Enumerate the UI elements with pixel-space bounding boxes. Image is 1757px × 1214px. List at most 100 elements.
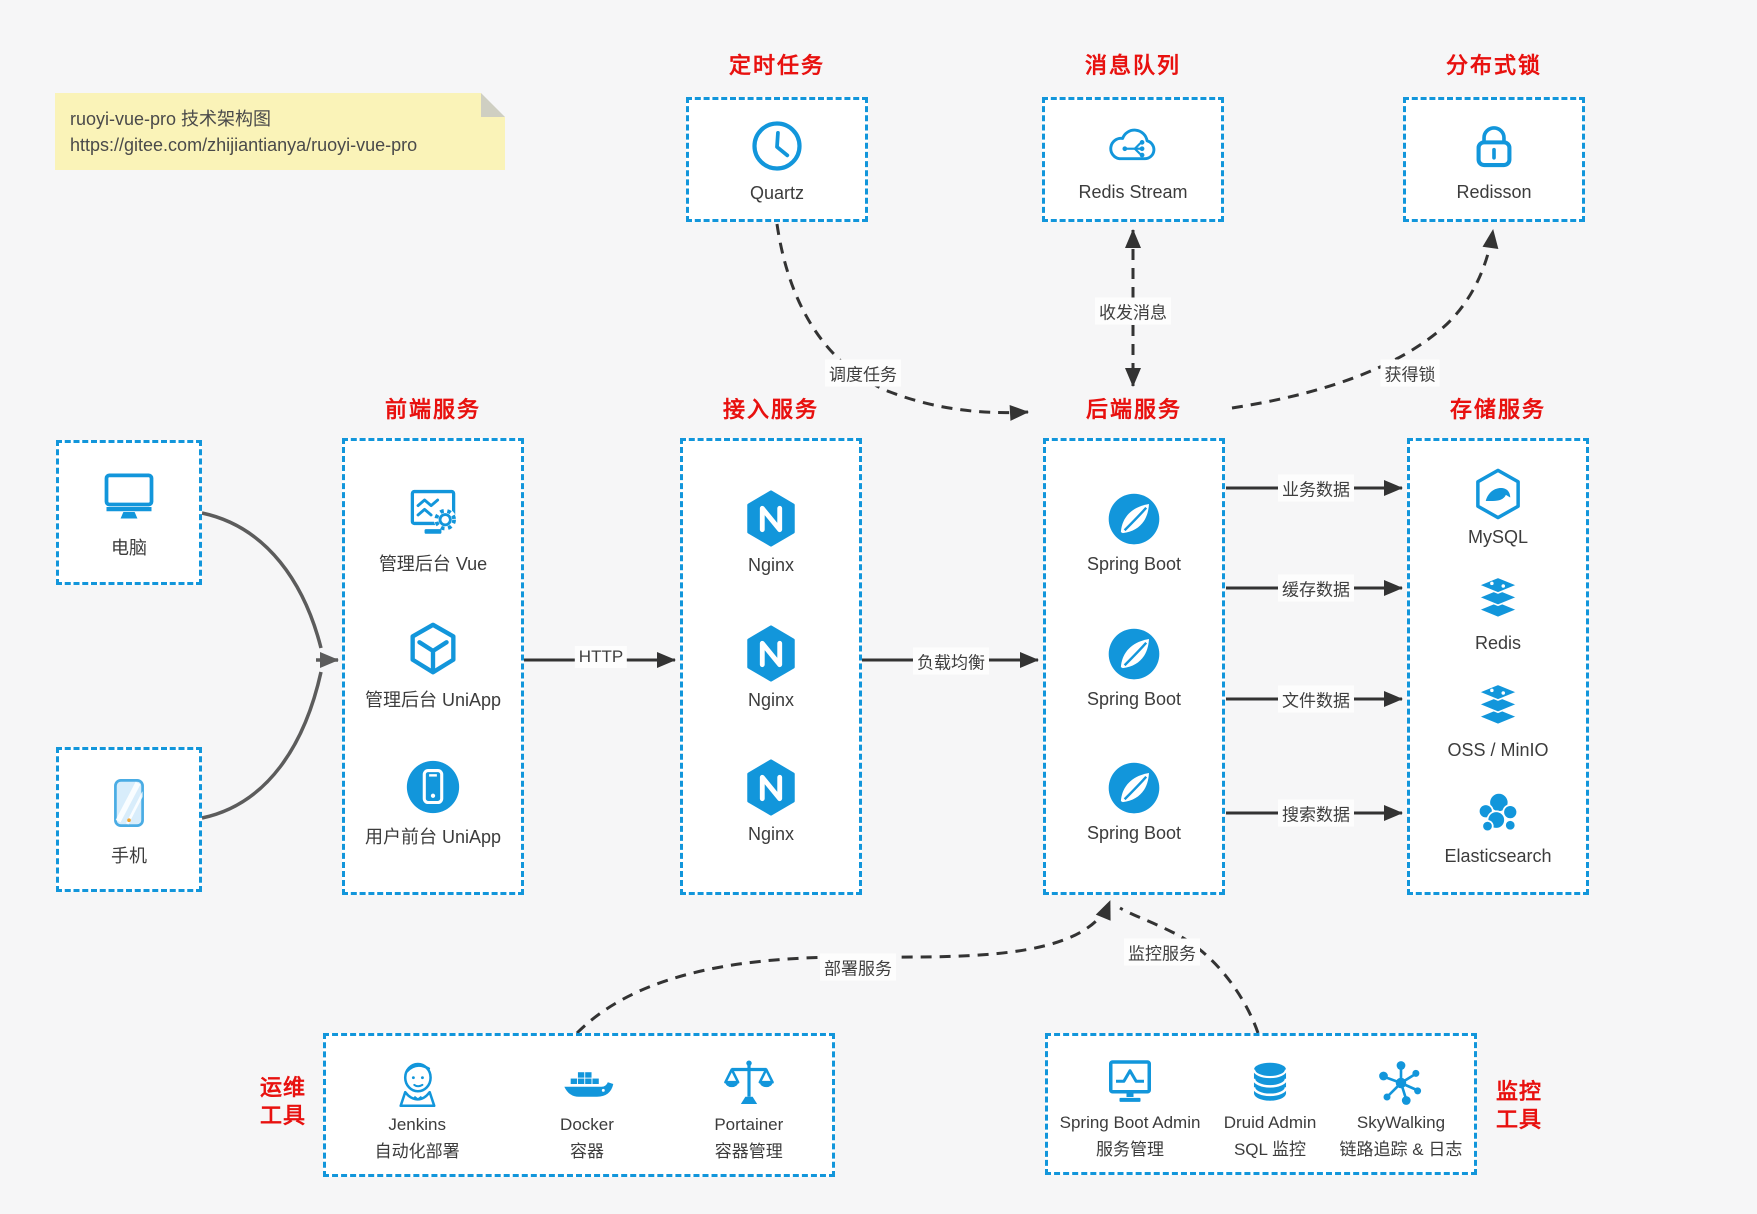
backend-item-label: Spring Boot [1086,822,1182,843]
skywalking-icon [1373,1055,1429,1111]
storage-item-label: MySQL [1467,526,1528,547]
monitor-item-desc: 链路追踪 & 日志 [1339,1139,1463,1159]
jenkins-icon [388,1055,446,1113]
monitor-item-skywalking: SkyWalking 链路追踪 & 日志 [1339,1055,1463,1160]
spring-boot-icon [1104,624,1164,684]
frontend-item-admin-uniapp: 管理后台 UniApp [365,619,501,712]
gateway-item-nginx: Nginx [740,623,802,711]
frontend-item-label: 管理后台 Vue [378,553,488,574]
edge-label-message: 收发消息 [1095,297,1171,325]
group-label-frontend: 前端服务 [384,397,482,422]
ops-item-desc: 容器管理 [714,1141,783,1161]
monitor-item-spring-boot-admin: Spring Boot Admin 服务管理 [1059,1055,1201,1160]
monitor-item-desc: SQL 监控 [1233,1139,1307,1159]
edge-label-schedule: 调度任务 [825,359,901,387]
storage-item-mysql: MySQL [1468,466,1528,548]
spring-boot-admin-icon [1101,1055,1159,1111]
edge-label-search-data: 搜索数据 [1278,799,1354,827]
monitoring-tools-label: 监控 工具 [1495,1079,1542,1132]
edge-label-business-data: 业务数据 [1278,474,1354,502]
user-app-icon [402,756,464,818]
redisson-box: Redisson [1403,97,1585,222]
group-label-message-queue: 消息队列 [1084,53,1182,78]
group-label-gateway: 接入服务 [722,397,820,422]
edge-label-http: HTTP [574,646,628,668]
frontend-item-admin-vue: 管理后台 Vue [379,485,487,576]
edge-schedule-arrow [775,223,1029,421]
sticky-note: ruoyi-vue-pro 技术架构图 https://gitee.com/zh… [55,93,505,170]
ops-tools-label: 运维 工具 [259,1075,306,1128]
backend-item-label: Spring Boot [1086,688,1182,709]
note-title: ruoyi-vue-pro 技术架构图 [70,109,272,129]
ops-item-jenkins: Jenkins 自动化部署 [375,1055,460,1162]
ops-tools-box: Jenkins 自动化部署 Docker 容器 [323,1033,835,1177]
monitor-item-desc: 服务管理 [1096,1139,1165,1159]
spring-boot-icon [1104,758,1164,818]
redis-stream-label: Redis Stream [1078,181,1188,202]
redis-stream-cloud-icon [1100,117,1166,175]
ops-item-desc: 容器 [569,1141,604,1161]
redisson-label: Redisson [1456,181,1532,202]
monitor-item-name: SkyWalking [1356,1112,1446,1132]
backend-services-box: Spring Boot Spring Boot Spring Boot [1043,438,1225,895]
uniapp-cube-icon [402,619,464,681]
group-label-backend: 后端服务 [1085,397,1183,422]
edge-label-file-data: 文件数据 [1278,685,1354,713]
group-label-distributed-lock: 分布式锁 [1445,53,1543,78]
mysql-icon [1470,466,1526,522]
gateway-services-box: Nginx Nginx Nginx [680,438,862,895]
ops-item-name: Portainer [714,1114,784,1134]
storage-item-oss-minio: OSS / MinIO [1447,679,1549,761]
redis-stream-box: Redis Stream [1042,97,1224,222]
lock-icon [1465,117,1523,175]
storage-item-label: Elasticsearch [1444,846,1552,867]
quartz-box: Quartz [686,97,868,222]
redis-icon [1470,572,1526,628]
quartz-label: Quartz [749,182,805,203]
frontend-item-label: 用户前台 UniApp [364,826,502,847]
druid-icon [1243,1055,1297,1111]
phone-client-box: 手机 [56,747,202,892]
gateway-item-nginx: Nginx [740,757,802,845]
clock-icon [747,116,807,176]
phone-icon [100,772,158,834]
frontend-services-box: 管理后台 Vue 管理后台 UniApp 用户前台 UniApp [342,438,524,895]
note-url: https://gitee.com/zhijiantianya/ruoyi-vu… [70,135,418,155]
group-label-scheduled-tasks: 定时任务 [728,53,826,78]
admin-vue-icon [401,485,465,545]
nginx-icon [740,757,802,819]
desktop-client-box: 电脑 [56,440,202,585]
storage-item-redis: Redis [1470,572,1526,654]
monitoring-tools-box: Spring Boot Admin 服务管理 Druid Admin SQL 监… [1045,1033,1477,1175]
ops-item-portainer: Portainer 容器管理 [714,1055,783,1162]
backend-item-label: Spring Boot [1086,554,1182,575]
ops-item-name: Docker [560,1114,614,1134]
frontend-item-label: 管理后台 UniApp [364,690,502,710]
edge-label-cache-data: 缓存数据 [1278,574,1354,602]
desktop-icon [97,466,161,526]
gateway-item-label: Nginx [747,824,795,845]
elasticsearch-icon [1470,785,1526,841]
frontend-item-user-uniapp: 用户前台 UniApp [365,756,501,849]
monitor-item-name: Spring Boot Admin [1059,1112,1201,1132]
backend-item-spring-boot: Spring Boot [1087,758,1181,844]
oss-icon [1470,679,1526,735]
edge-label-lock: 获得锁 [1380,359,1440,387]
storage-item-label: OSS / MinIO [1447,739,1549,760]
gateway-item-nginx: Nginx [740,488,802,576]
backend-item-spring-boot: Spring Boot [1087,624,1181,710]
edge-label-load-balance: 负载均衡 [913,647,989,675]
storage-item-label: Redis [1474,633,1522,654]
ops-item-docker: Docker 容器 [557,1055,617,1162]
edge-phone-frontend [201,671,323,820]
storage-services-box: MySQL Redis OSS [1407,438,1589,895]
nginx-icon [740,623,802,685]
edge-desktop-frontend [201,511,323,649]
storage-item-elasticsearch: Elasticsearch [1444,785,1552,867]
ops-item-desc: 自动化部署 [374,1141,460,1161]
monitor-item-name: Druid Admin [1223,1112,1317,1132]
edge-label-deploy: 部署服务 [820,953,896,981]
gateway-item-label: Nginx [747,689,795,710]
backend-item-spring-boot: Spring Boot [1087,489,1181,575]
